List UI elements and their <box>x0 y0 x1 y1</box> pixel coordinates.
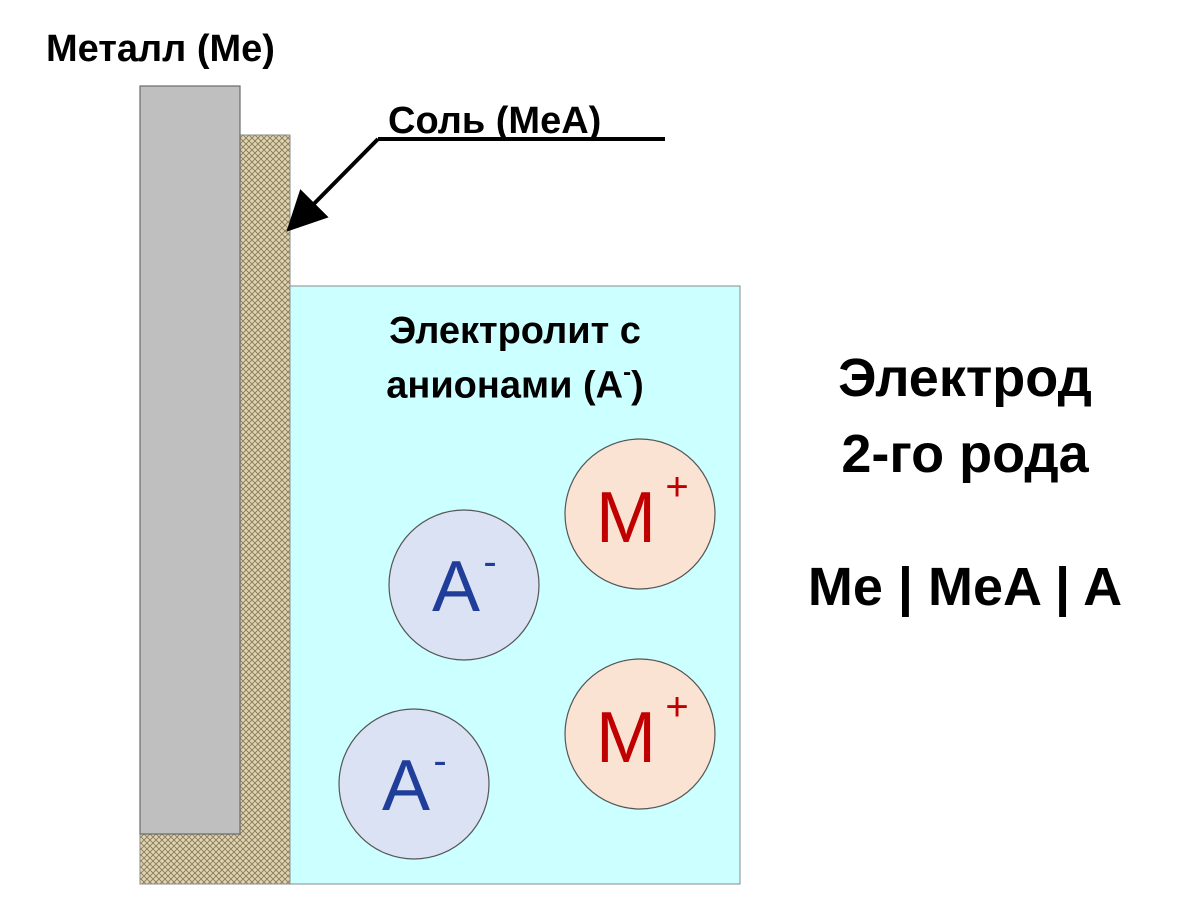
salt-arrow <box>286 137 380 232</box>
electrode-title-line1: Электрод <box>838 348 1092 408</box>
electrolyte-label-close: ) <box>631 364 644 407</box>
metal-electrode <box>139 85 241 835</box>
ion-symbol: A <box>382 746 430 826</box>
ion-charge: - <box>433 739 446 783</box>
ion-charge: + <box>665 465 688 509</box>
ion-symbol: M <box>596 698 656 778</box>
ion-symbol: A <box>432 547 480 627</box>
electrode-type-title: Электрод 2-го рода <box>760 340 1170 492</box>
ion-anion-1: A - <box>388 509 540 661</box>
electrolyte-label-line2-text: анионами (A <box>386 364 624 407</box>
electrolyte-label-charge: - <box>623 359 632 386</box>
ion-cation-2: M + <box>564 658 716 810</box>
ion-anion-2: A - <box>338 708 490 860</box>
ion-circle <box>564 438 716 590</box>
ion-circle <box>388 509 540 661</box>
ion-symbol: M <box>596 478 656 558</box>
electrolyte-label-line2: анионами (A-) <box>290 354 740 409</box>
ion-charge: + <box>665 685 688 729</box>
ion-circle <box>564 658 716 810</box>
electrode-title-line2: 2-го рода <box>841 424 1089 484</box>
ion-cation-1: M + <box>564 438 716 590</box>
electrolyte-label-line1: Электролит с <box>389 310 641 352</box>
metal-label: Металл (Me) <box>46 28 275 70</box>
salt-label: Соль (MeA) <box>388 100 602 142</box>
ion-charge: - <box>483 540 496 584</box>
electrode-notation: Me | MeA | A <box>807 557 1123 617</box>
electrolyte-label: Электролит с анионами (A-) <box>290 308 740 409</box>
ion-circle <box>338 708 490 860</box>
